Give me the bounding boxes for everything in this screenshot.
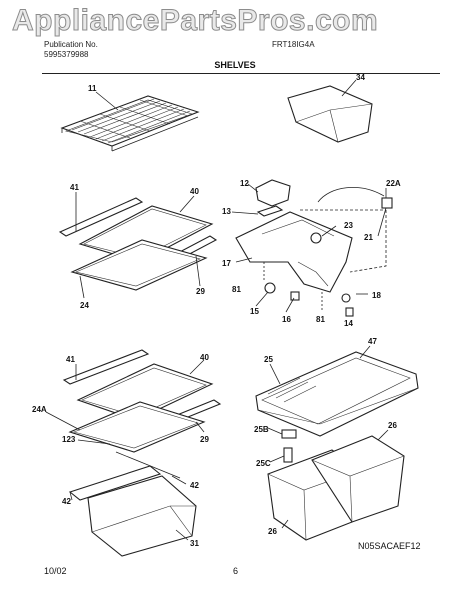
- callout-26-right: 26: [388, 421, 397, 430]
- footer-page-number: 6: [233, 566, 239, 576]
- callout-81-right: 81: [316, 315, 325, 324]
- callout-25B: 25B: [254, 425, 269, 434]
- callout-21: 21: [364, 233, 373, 242]
- callout-123: 123: [62, 435, 76, 444]
- publication-number: 5995379988: [44, 50, 89, 59]
- shelf-cover: [287, 85, 373, 143]
- callout-14: 14: [344, 319, 353, 328]
- wire-shelf: [60, 95, 200, 152]
- model-number: FRT18IG4A: [272, 40, 315, 49]
- footer-date: 10/02: [44, 566, 67, 576]
- callout-81-left: 81: [232, 285, 241, 294]
- upper-glass-shelf-assembly: [58, 197, 218, 291]
- callout-31: 31: [190, 539, 199, 548]
- callout-23: 23: [344, 221, 353, 230]
- callout-42-left: 42: [62, 497, 71, 506]
- callout-26-left: 26: [268, 527, 277, 536]
- watermark: AppliancePartsPros.com: [11, 4, 379, 38]
- callout-47: 47: [368, 337, 377, 346]
- callout-22A: 22A: [386, 179, 401, 188]
- callout-25: 25: [264, 355, 273, 364]
- header-divider: [42, 73, 440, 74]
- callout-41-upper: 41: [70, 183, 79, 192]
- callout-41-lower: 41: [66, 355, 75, 364]
- callout-40-lower: 40: [200, 353, 209, 362]
- callout-29-lower: 29: [200, 435, 209, 444]
- callout-29-upper: 29: [196, 287, 205, 296]
- publication-label: Publication No.: [44, 40, 98, 49]
- callout-24A: 24A: [32, 405, 47, 414]
- callout-24: 24: [80, 301, 89, 310]
- footer-diagram-code: N05SACAEF12: [358, 541, 421, 551]
- callout-17: 17: [222, 259, 231, 268]
- callout-16: 16: [282, 315, 291, 324]
- leader-lines: [45, 79, 389, 541]
- callout-11: 11: [88, 84, 97, 93]
- callout-12: 12: [240, 179, 249, 188]
- callout-18: 18: [372, 291, 381, 300]
- crisper-control-assembly: [235, 179, 393, 317]
- lower-glass-shelf-and-crisper: [62, 349, 222, 557]
- callout-34: 34: [356, 73, 365, 82]
- callout-13: 13: [222, 207, 231, 216]
- callout-42-right: 42: [190, 481, 199, 490]
- crisper-cover-and-pans: [255, 351, 419, 541]
- callout-40-upper: 40: [190, 187, 199, 196]
- section-title: SHELVES: [214, 60, 256, 70]
- callout-25C: 25C: [256, 459, 271, 468]
- callout-15: 15: [250, 307, 259, 316]
